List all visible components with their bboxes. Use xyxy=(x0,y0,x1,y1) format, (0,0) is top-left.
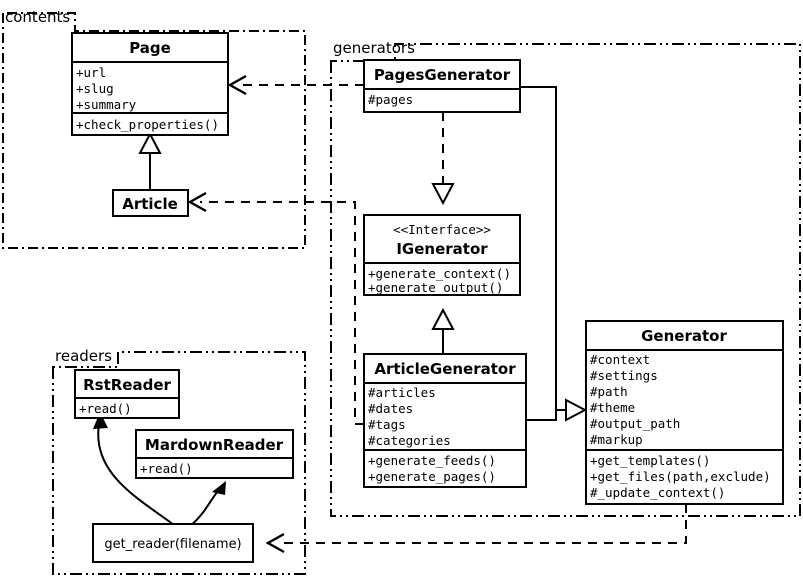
return-arrowhead xyxy=(212,481,226,495)
generalization-arrowhead xyxy=(431,307,455,330)
package-readers-border xyxy=(52,351,306,575)
package-readers-label: readers xyxy=(55,347,112,365)
class-rstreader-method: +read() xyxy=(79,401,132,416)
class-generator-method: +get_files(path,exclude) xyxy=(590,469,771,484)
edge-article-inherits-page xyxy=(138,131,162,190)
package-readers: readers xyxy=(52,347,306,575)
function-get-reader-frame xyxy=(92,523,254,563)
return-arrowhead xyxy=(93,412,108,429)
class-generator-attribute: #output_path xyxy=(590,416,680,431)
edge-getreader-returns-mardownreader xyxy=(189,481,226,527)
class-igenerator[interactable]: <<Interface>> IGenerator +generate_conte… xyxy=(363,214,521,296)
class-igenerator-stereotype: <<Interface>> xyxy=(393,222,491,237)
class-page[interactable]: Page +url +slug +summary +check_properti… xyxy=(71,32,229,136)
edge-articlegenerator-inherits-igenerator xyxy=(431,307,455,354)
edge-articlegenerator-uses-article xyxy=(187,191,364,425)
class-generator-method: #_update_context() xyxy=(590,485,725,500)
class-page-attribute: +summary xyxy=(76,97,137,112)
class-articlegenerator[interactable]: ArticleGenerator #articles #dates #tags … xyxy=(363,353,527,488)
class-articlegenerator-frame xyxy=(363,353,527,488)
class-articlegenerator-attribute: #categories xyxy=(368,433,451,448)
package-contents: contents xyxy=(2,8,306,249)
class-mardownreader[interactable]: MardownReader +read() xyxy=(135,429,294,479)
edge-generator-uses-getreader xyxy=(265,504,687,554)
class-pagesgenerator[interactable]: PagesGenerator #pages xyxy=(363,59,521,113)
class-generator[interactable]: Generator #context #settings #path #them… xyxy=(585,320,784,505)
generalization-arrowhead xyxy=(565,398,588,422)
edge-pagesgenerator-uses-page xyxy=(227,74,364,96)
class-igenerator-method: +generate_output() xyxy=(368,280,503,295)
class-generator-attribute: #theme xyxy=(590,400,635,415)
package-generators-border xyxy=(330,43,801,517)
class-articlegenerator-title: ArticleGenerator xyxy=(374,360,516,378)
class-pagesgenerator-title: PagesGenerator xyxy=(374,66,511,84)
generalization-arrowhead xyxy=(138,131,162,154)
realization-arrowhead xyxy=(431,183,455,206)
class-articlegenerator-method: +generate_pages() xyxy=(368,469,496,484)
class-igenerator-title: IGenerator xyxy=(396,240,488,258)
package-generators: generators xyxy=(330,39,801,517)
package-contents-border xyxy=(2,12,306,249)
function-get-reader-label: get_reader(filename) xyxy=(104,537,241,552)
class-pagesgenerator-frame xyxy=(363,59,521,113)
class-generator-attribute: #markup xyxy=(590,432,643,447)
package-contents-label: contents xyxy=(5,8,70,26)
class-rstreader-frame xyxy=(74,369,180,419)
edge-pagesgenerator-realizes-igenerator xyxy=(431,112,455,206)
class-articlegenerator-attribute: #tags xyxy=(368,417,406,432)
dependency-arrowhead xyxy=(265,532,285,554)
function-get-reader[interactable]: get_reader(filename) xyxy=(92,523,254,563)
class-article-title: Article xyxy=(122,195,178,213)
class-generator-attribute: #settings xyxy=(590,368,658,383)
class-mardownreader-method: +read() xyxy=(140,461,193,476)
class-generator-title: Generator xyxy=(641,327,727,345)
class-articlegenerator-method: +generate_feeds() xyxy=(368,453,496,468)
class-generator-attribute: #path xyxy=(590,384,628,399)
class-igenerator-frame xyxy=(363,214,521,296)
class-page-attribute: +url xyxy=(76,65,106,80)
class-page-attribute: +slug xyxy=(76,81,114,96)
dependency-arrowhead xyxy=(187,191,207,213)
class-articlegenerator-attribute: #articles xyxy=(368,385,436,400)
class-mardownreader-title: MardownReader xyxy=(145,436,284,454)
package-generators-label: generators xyxy=(333,39,415,57)
class-articlegenerator-attribute: #dates xyxy=(368,401,413,416)
class-rstreader[interactable]: RstReader +read() xyxy=(74,369,180,419)
edge-generators-inherit-generator xyxy=(520,86,588,422)
class-rstreader-title: RstReader xyxy=(83,376,171,394)
class-generator-frame xyxy=(585,320,784,505)
class-article[interactable]: Article xyxy=(112,189,189,217)
class-article-frame xyxy=(112,189,189,217)
edge-getreader-returns-rstreader xyxy=(93,412,175,526)
class-generator-method: +get_templates() xyxy=(590,453,710,468)
dependency-arrowhead xyxy=(227,74,247,96)
class-page-method: +check_properties() xyxy=(76,117,219,132)
class-igenerator-method: +generate_context() xyxy=(368,266,511,281)
class-generator-attribute: #context xyxy=(590,352,650,367)
class-pagesgenerator-attribute: #pages xyxy=(368,92,413,107)
class-page-frame xyxy=(71,32,229,136)
class-page-title: Page xyxy=(129,39,171,57)
class-mardownreader-frame xyxy=(135,429,294,479)
